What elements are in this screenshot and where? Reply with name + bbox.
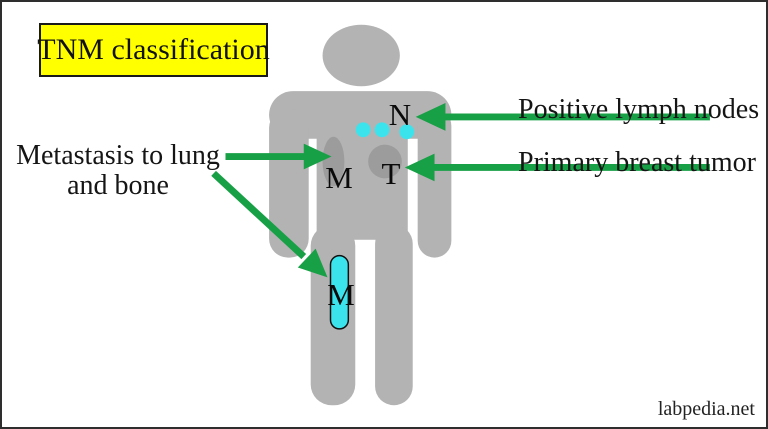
marker-t-primary-tumor: T [381,156,401,191]
page-title: TNM classification [37,33,270,66]
lymph-node-dots [355,122,415,140]
figure-right-arm [417,108,452,258]
marker-m-lung-metastasis: M [325,160,353,195]
marker-m-bone-metastasis: M [327,277,355,312]
lymph-node-dot [374,122,390,138]
watermark: labpedia.net [657,398,755,420]
bone-metastasis-shape [329,254,350,330]
label-metastasis: Metastasis to lung and bone [12,140,224,202]
lung-shape [322,136,345,187]
breast-tumor-shape [368,144,402,179]
arrow-lung-metastasis [225,143,332,170]
marker-n-lymph-nodes: N [388,97,412,132]
arrow-breast-tumor [404,153,710,182]
title-box: TNM classification [37,23,270,77]
figure-right-leg [375,224,413,406]
label-primary-breast-tumor: Primary breast tumor [518,147,756,178]
label-metastasis-line2: and bone [67,170,169,202]
label-metastasis-line1: Metastasis to lung [16,140,220,171]
lymph-node-dot [355,122,371,138]
figure-left-arm [269,108,309,258]
arrow-lymph-nodes [415,103,710,131]
annotation-arrows [211,103,710,278]
label-positive-lymph-nodes: Positive lymph nodes [518,94,760,125]
figure-head [322,24,400,87]
lymph-node-dot [399,124,415,140]
human-figure [269,24,452,406]
arrow-bone-metastasis [211,170,328,278]
